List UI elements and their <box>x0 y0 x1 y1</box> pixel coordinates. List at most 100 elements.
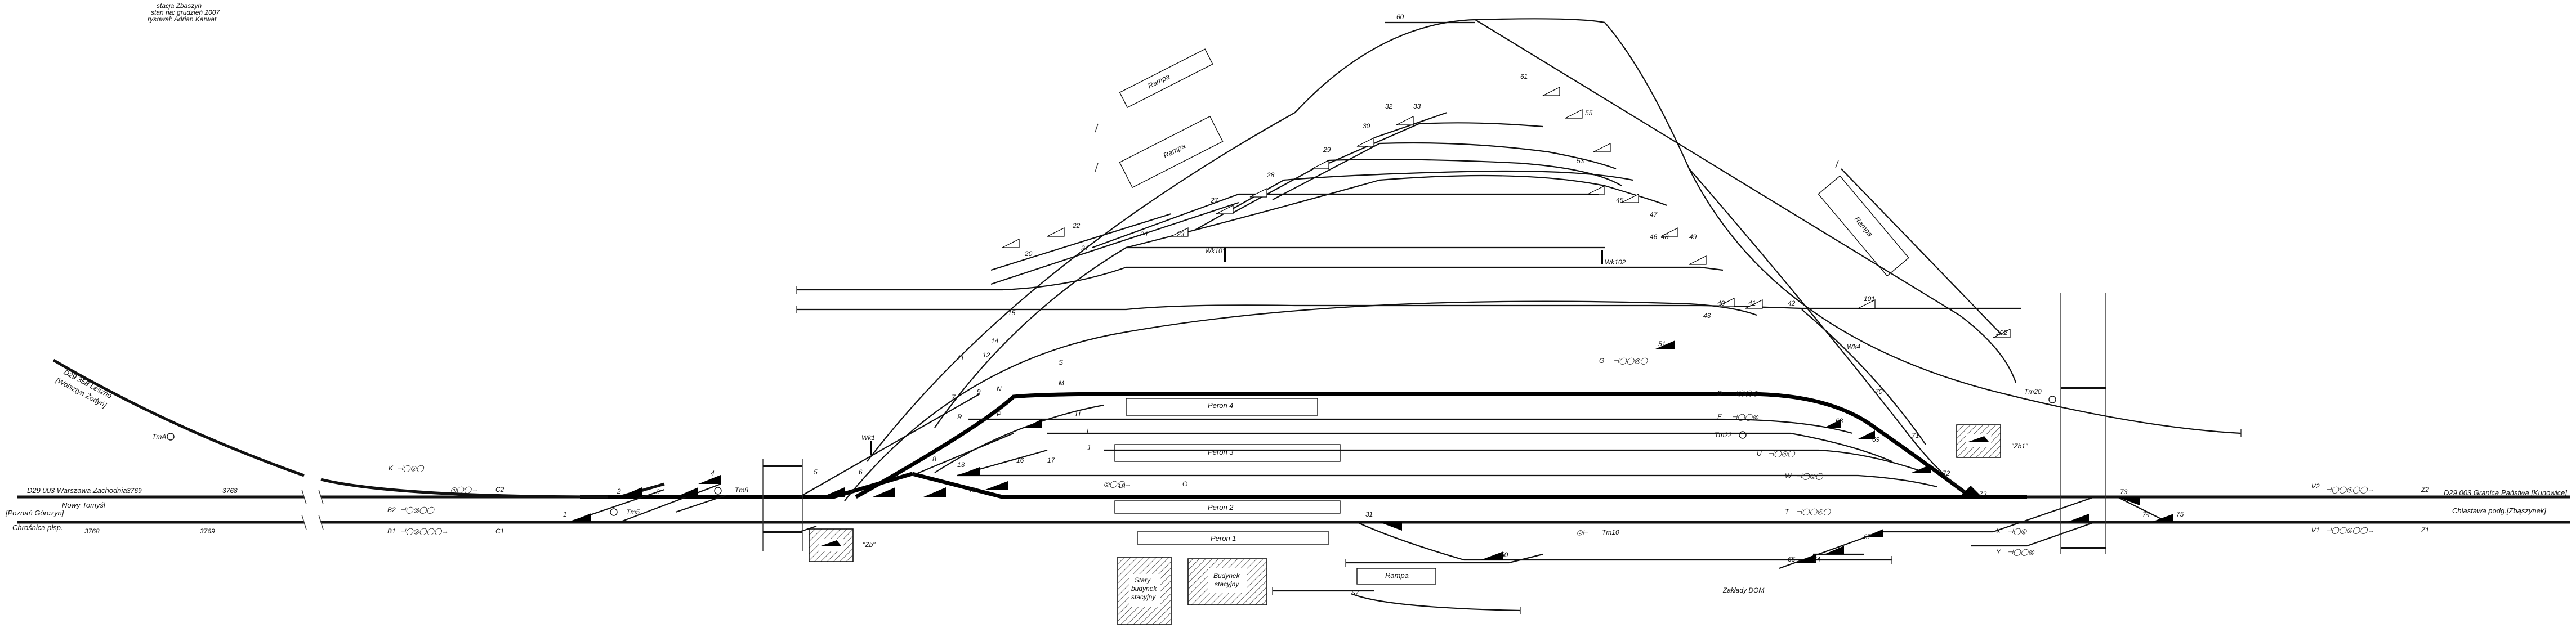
switch-number: 4 <box>711 469 715 477</box>
switch-triangle <box>1993 329 2011 338</box>
platform-1-label: Peron 1 <box>1211 534 1236 542</box>
track-line <box>1475 19 2017 383</box>
signal-symbol: ⊣◯◎◯◯◯→ <box>400 527 449 535</box>
switch-triangle <box>1025 419 1042 428</box>
signal-u: U <box>1757 450 1762 457</box>
label-km-3769-b: 3769 <box>200 527 215 535</box>
switch-triangle <box>2151 514 2173 522</box>
switch-triangle <box>2066 514 2089 522</box>
track-line <box>1351 593 1521 612</box>
track-line <box>1047 432 1892 463</box>
label-km-3768-a: 3768 <box>222 487 238 495</box>
switch-triangle <box>873 487 895 497</box>
building-label-bg <box>1129 574 1160 607</box>
track-line <box>1233 159 1622 213</box>
label-km-3769-a: 3769 <box>127 487 142 495</box>
switch-number: 24 <box>1140 230 1148 238</box>
zaklady-dom-label: Zakłady DOM <box>1722 586 1764 594</box>
platform-2 <box>1114 500 1341 514</box>
switch-number: 73 <box>2120 488 2128 496</box>
track-line <box>1801 309 1926 445</box>
switch-number: 61 <box>1520 73 1528 80</box>
platform-1 <box>1137 531 1329 545</box>
switch-number: 9 <box>977 388 981 396</box>
switch-number: 28 <box>1266 171 1275 179</box>
switch-number: 45 <box>1616 196 1624 204</box>
switch-number: 49 <box>1689 233 1697 241</box>
building-label-bg <box>1208 568 1247 593</box>
track-line <box>912 432 1014 477</box>
switch-triangle <box>1660 227 1678 237</box>
ramp-box <box>1119 48 1213 109</box>
signal-y: Y <box>1996 548 2001 556</box>
signal-wk1: Wk1 <box>861 434 875 442</box>
switch-number: 65 <box>1788 555 1796 563</box>
switch-triangle <box>1717 298 1735 307</box>
signal-x: X <box>1995 527 2001 535</box>
signal-tm8: Tm8 <box>735 486 748 494</box>
signal-d: D <box>1717 389 1722 397</box>
switch-number: 47 <box>1650 210 1658 218</box>
switch-triangle <box>1689 255 1707 265</box>
switch-triangle <box>1481 551 1503 560</box>
signal-g: G <box>1599 357 1604 365</box>
ramp-box <box>1119 115 1224 189</box>
signal-w: W <box>1785 472 1792 480</box>
label-poznan-gorczyn: [Poznań Górczyn] <box>5 509 64 517</box>
switch-number: 10 <box>968 486 976 494</box>
track-line <box>1689 168 1971 497</box>
header-line-1: stacja Zbaszyń <box>157 2 202 10</box>
track-line <box>1092 193 1599 249</box>
header-line-2: stan na: grudzień 2007 <box>151 8 220 16</box>
switch-number: 75 <box>2176 510 2184 518</box>
signal-t: T <box>1785 508 1790 515</box>
signal-tm5: Tm5 <box>626 508 640 516</box>
signal-e: E <box>1717 413 1722 421</box>
track-line <box>1779 531 1993 569</box>
switch-number: 51 <box>1658 340 1666 348</box>
switch-triangle <box>1745 299 1763 309</box>
signal-symbol: ◎⊢ <box>1577 528 1588 536</box>
signal-v2: V2 <box>2311 482 2320 490</box>
signal-symbol: ⊣◯◯◎◯◯→ <box>2325 486 2374 494</box>
signal-s: S <box>1059 358 1063 366</box>
switch-triangle <box>619 487 642 497</box>
track-line <box>619 483 721 523</box>
switch-number: 1 <box>563 510 567 518</box>
switch-number: 71 <box>1912 432 1919 439</box>
switch-number: 13 <box>957 461 965 469</box>
level-crossings <box>762 293 2106 554</box>
signal-m: M <box>1059 379 1064 387</box>
switch-triangle <box>1396 116 1414 125</box>
bold-through-track <box>855 392 1972 499</box>
platforms: Peron 4 Peron 3 Peron 2 Peron 1 <box>1114 398 1341 545</box>
label-km-3768-b: 3768 <box>84 527 100 535</box>
signal-box-icon <box>821 540 841 546</box>
switch-triangle <box>1824 546 1844 554</box>
signal-tma: TmA <box>152 433 166 441</box>
switch-number: 32 <box>1385 102 1393 110</box>
signal-symbol: ⊣◯◯◎◯ <box>1613 357 1649 365</box>
switch-triangle <box>1542 87 1560 96</box>
platform-4 <box>1126 398 1318 416</box>
signal-z1: Z1 <box>2421 526 2429 534</box>
signal-symbol: ⊣◯◎◯ <box>1768 450 1796 457</box>
switch-number: 74 <box>2142 510 2150 518</box>
switch-number: 64 <box>1813 555 1821 563</box>
switch-triangle <box>2117 497 2140 505</box>
track-line <box>1272 142 1617 200</box>
switch-number: 21 <box>1081 244 1088 252</box>
signal-lamp <box>2048 396 2056 403</box>
switch-triangle <box>1587 185 1605 195</box>
station-building-label-2: stacyjny <box>1215 580 1239 588</box>
track-line <box>1193 170 1633 231</box>
switch-triangle <box>1379 522 1402 531</box>
track-line <box>990 201 1239 285</box>
label-nowy-tomysl: Nowy Tomyśl <box>62 501 106 509</box>
track-main-upper-bold-b <box>912 472 2027 499</box>
switch-triangle <box>1858 299 1876 309</box>
switch-triangle <box>1858 430 1875 439</box>
switch-triangle <box>1864 529 1883 537</box>
signal-symbol: ⊣◯◎ <box>2007 527 2028 535</box>
